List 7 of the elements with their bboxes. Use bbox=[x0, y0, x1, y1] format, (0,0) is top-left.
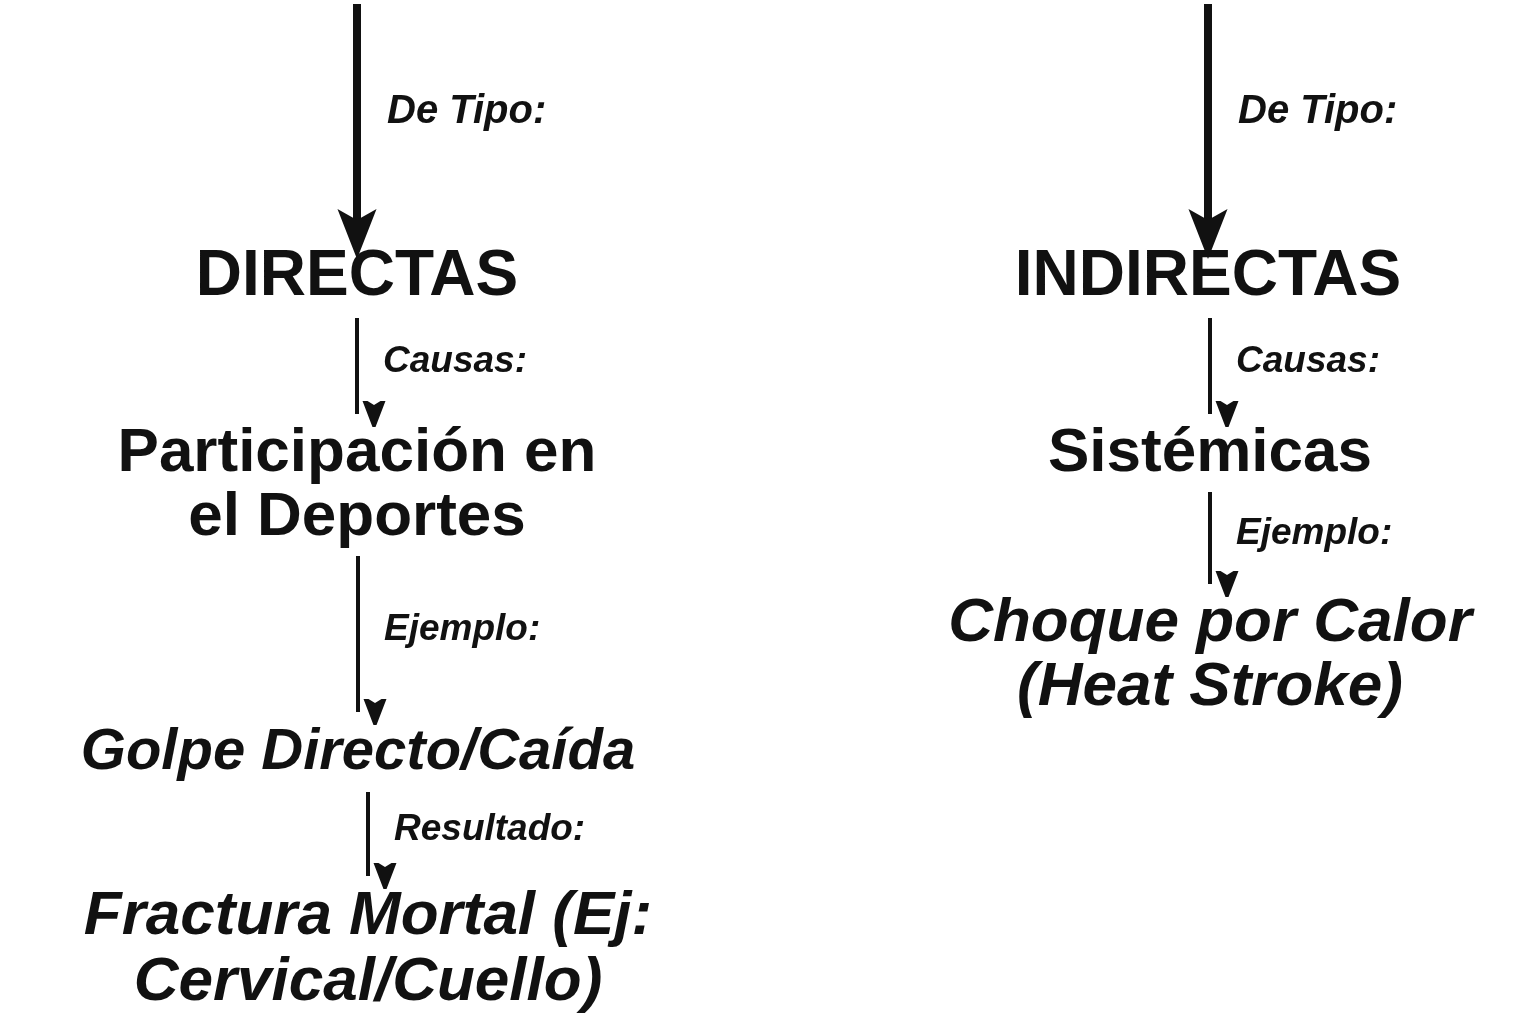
node-text: DIRECTAS bbox=[147, 238, 567, 308]
node-text: Choque por Calor (Heat Stroke) bbox=[900, 588, 1520, 716]
node-text: Sistémicas bbox=[1000, 418, 1420, 482]
node-text: Participación en el Deportes bbox=[97, 418, 617, 546]
node-text: Golpe Directo/Caída bbox=[0, 716, 716, 782]
node-text: Fractura Mortal (Ej: Cervical/Cuello) bbox=[3, 880, 733, 1012]
node-text: INDIRECTAS bbox=[968, 238, 1448, 308]
